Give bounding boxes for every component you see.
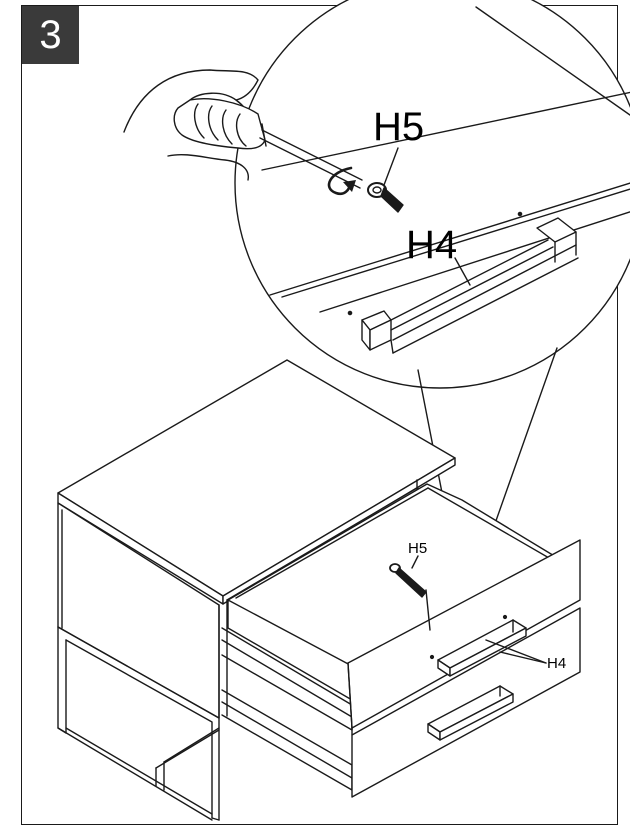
main-h4-leader-2 [499,651,547,664]
bottom-drawer-front [351,607,581,798]
rotate-arrow-head-icon [343,180,356,192]
detail-drawer-edge-2 [319,211,630,313]
rotate-arrow-icon [327,166,353,196]
main-h4-leader-1 [485,639,547,664]
main-screw-h5 [389,555,431,631]
detail-label-h5: H5 [373,105,424,149]
bottom-drawer [351,607,581,798]
detail-magnifier [234,0,630,601]
main-label-h4: H4 [547,655,566,672]
detail-screw-h5 [367,147,404,213]
top-drawer-open [227,483,581,736]
detail-handle-h4 [347,211,579,354]
detail-label-h4: H4 [406,223,457,267]
nightstand [57,359,581,821]
detail-drawer-edge-1 [261,91,630,171]
step-number-badge: 3 [22,6,79,64]
main-label-h5: H5 [408,540,427,557]
metal-frame [57,626,220,821]
frame-border [21,5,618,825]
detail-drawer-edge-3 [269,182,630,296]
hand-screwdriver [123,69,363,189]
